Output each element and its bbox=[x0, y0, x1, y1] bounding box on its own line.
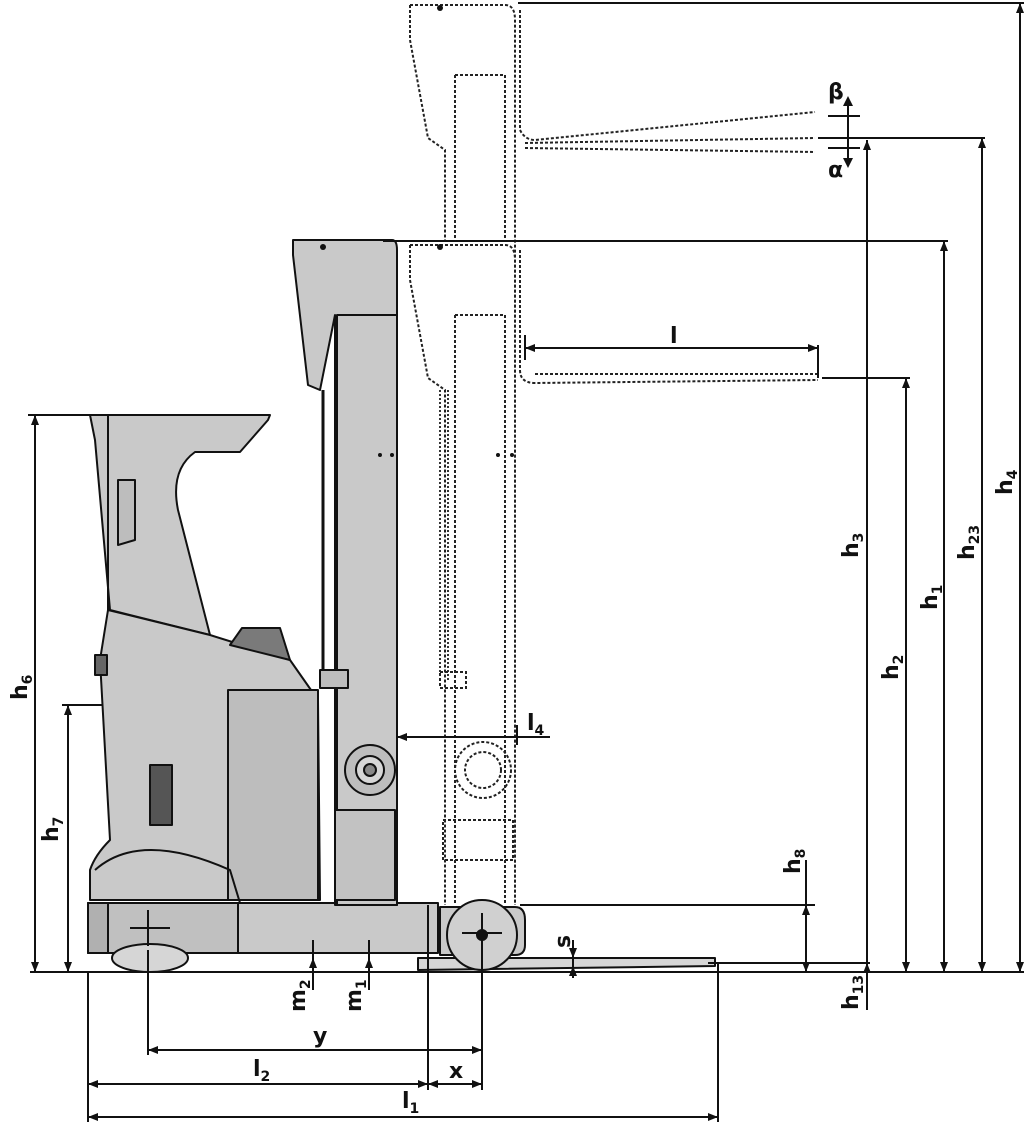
truck-body bbox=[87, 239, 716, 971]
mast-bolt bbox=[378, 453, 382, 457]
mast-bolt bbox=[437, 244, 443, 250]
label-h3: h3 bbox=[839, 533, 867, 558]
label-y: y bbox=[313, 1024, 327, 1049]
mast-bolt bbox=[510, 453, 514, 457]
label-s: s bbox=[551, 935, 576, 948]
label-h1: h1 bbox=[918, 585, 946, 610]
label-h2: h2 bbox=[879, 655, 907, 680]
label-m1: m1 bbox=[342, 979, 370, 1012]
label-beta: β bbox=[828, 80, 844, 105]
mast-pulley bbox=[344, 744, 396, 796]
arrowheads bbox=[31, 3, 1024, 1121]
label-h13: h13 bbox=[839, 975, 867, 1010]
label-h7: h7 bbox=[39, 817, 67, 842]
label-fork-length: l bbox=[670, 324, 678, 349]
label-l4: l4 bbox=[527, 711, 545, 739]
mast-bolt bbox=[320, 244, 326, 250]
label-h23: h23 bbox=[955, 525, 983, 560]
label-alpha: α bbox=[828, 158, 843, 183]
mast-bolt bbox=[496, 453, 500, 457]
label-l2: l2 bbox=[253, 1057, 270, 1085]
mast-bolt bbox=[437, 5, 443, 11]
drive-wheel bbox=[111, 943, 189, 973]
label-l1: l1 bbox=[402, 1089, 419, 1117]
centre-mark bbox=[462, 913, 502, 953]
dimension-lines bbox=[28, 2, 1024, 1122]
centre-mark bbox=[130, 910, 170, 946]
label-x: x bbox=[449, 1059, 463, 1084]
label-h8: h8 bbox=[781, 849, 809, 874]
label-h4: h4 bbox=[993, 469, 1021, 495]
mast-bolt bbox=[390, 453, 394, 457]
label-m2: m2 bbox=[286, 979, 314, 1012]
hose-ghost bbox=[439, 390, 449, 680]
label-h6: h6 bbox=[8, 675, 36, 700]
extended-mast-outline bbox=[409, 4, 819, 905]
extended-carriage-outline bbox=[439, 671, 514, 861]
